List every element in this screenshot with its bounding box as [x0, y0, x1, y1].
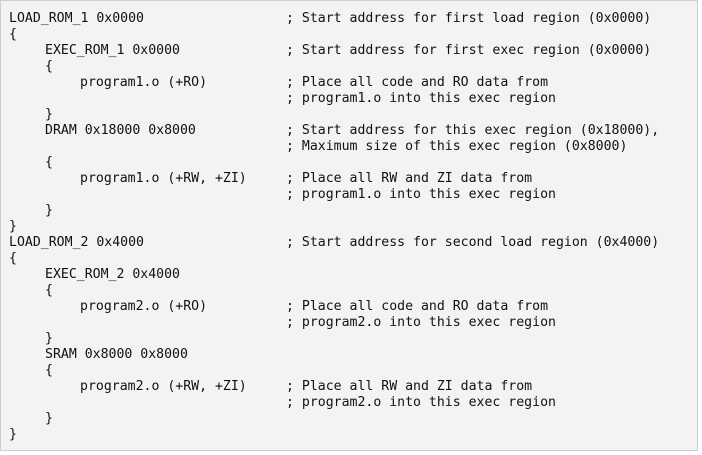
- code-line: }: [9, 411, 691, 427]
- code-line: program1.o (+RW, +ZI) ; Place all RW and …: [9, 171, 691, 187]
- code-line: }: [9, 331, 691, 347]
- code-line: DRAM 0x18000 0x8000 ; Start address for t…: [9, 123, 691, 139]
- code-line: LOAD_ROM_1 0x0000 ; Start address for fir…: [9, 11, 691, 27]
- code-line: SRAM 0x8000 0x8000: [9, 347, 691, 363]
- code-comment: ; Place all code and RO data from: [286, 75, 549, 90]
- code-text: {: [45, 59, 53, 74]
- code-comment: ; Place all code and RO data from: [286, 299, 549, 314]
- code-line: {: [9, 155, 691, 171]
- code-text: }: [45, 203, 53, 218]
- code-line: ; Maximum size of this exec region (0x80…: [9, 139, 691, 155]
- code-line: {: [9, 59, 691, 75]
- code-text: program1.o (+RO): [80, 75, 208, 90]
- code-text: }: [9, 427, 17, 442]
- code-line: {: [9, 251, 691, 267]
- code-text: }: [45, 411, 53, 426]
- code-text: LOAD_ROM_2 0x4000: [9, 235, 144, 250]
- code-line: }: [9, 107, 691, 123]
- code-text: SRAM 0x8000 0x8000: [45, 347, 188, 362]
- code-text: program1.o (+RW, +ZI): [80, 171, 247, 186]
- code-comment: ; Start address for this exec region (0x…: [286, 123, 660, 138]
- code-text: {: [45, 283, 53, 298]
- code-line: ; program1.o into this exec region: [9, 187, 691, 203]
- code-comment: ; Place all RW and ZI data from: [286, 171, 533, 186]
- code-text: program2.o (+RO): [80, 299, 208, 314]
- code-text: {: [45, 363, 53, 378]
- code-line: ; program2.o into this exec region: [9, 315, 691, 331]
- code-comment: ; Start address for first load region (0…: [286, 11, 652, 26]
- code-text: EXEC_ROM_2 0x4000: [45, 267, 180, 282]
- code-comment: ; program2.o into this exec region: [286, 395, 556, 410]
- code-text: }: [9, 219, 17, 234]
- code-comment: ; Start address for second load region (…: [286, 235, 660, 250]
- code-line: LOAD_ROM_2 0x4000 ; Start address for sec…: [9, 235, 691, 251]
- code-line: ; program2.o into this exec region: [9, 395, 691, 411]
- code-comment: ; Place all RW and ZI data from: [286, 379, 533, 394]
- code-line: }: [9, 203, 691, 219]
- code-line: program2.o (+RO) ; Place all code and RO …: [9, 299, 691, 315]
- code-line: }: [9, 427, 691, 443]
- code-text: {: [9, 251, 17, 266]
- code-line: }: [9, 219, 691, 235]
- code-comment: ; program2.o into this exec region: [286, 315, 556, 330]
- code-text: LOAD_ROM_1 0x0000: [9, 11, 144, 26]
- code-text: }: [45, 107, 53, 122]
- code-line: {: [9, 27, 691, 43]
- code-line: EXEC_ROM_1 0x0000 ; Start address for fir…: [9, 43, 691, 59]
- code-comment: ; Start address for first exec region (0…: [286, 43, 652, 58]
- code-text: program2.o (+RW, +ZI): [80, 379, 247, 394]
- code-line: {: [9, 363, 691, 379]
- code-text: EXEC_ROM_1 0x0000: [45, 43, 180, 58]
- code-line: program1.o (+RO) ; Place all code and RO …: [9, 75, 691, 91]
- scatter-file-code-block: LOAD_ROM_1 0x0000 ; Start address for fir…: [9, 11, 691, 443]
- code-line: program2.o (+RW, +ZI) ; Place all RW and …: [9, 379, 691, 395]
- code-text: {: [9, 27, 17, 42]
- code-text: }: [45, 331, 53, 346]
- code-text: {: [45, 155, 53, 170]
- code-line: EXEC_ROM_2 0x4000: [9, 267, 691, 283]
- code-line: ; program1.o into this exec region: [9, 91, 691, 107]
- code-comment: ; program1.o into this exec region: [286, 91, 556, 106]
- code-comment: ; program1.o into this exec region: [286, 187, 556, 202]
- code-comment: ; Maximum size of this exec region (0x80…: [286, 139, 628, 154]
- code-text: DRAM 0x18000 0x8000: [45, 123, 196, 138]
- code-line: {: [9, 283, 691, 299]
